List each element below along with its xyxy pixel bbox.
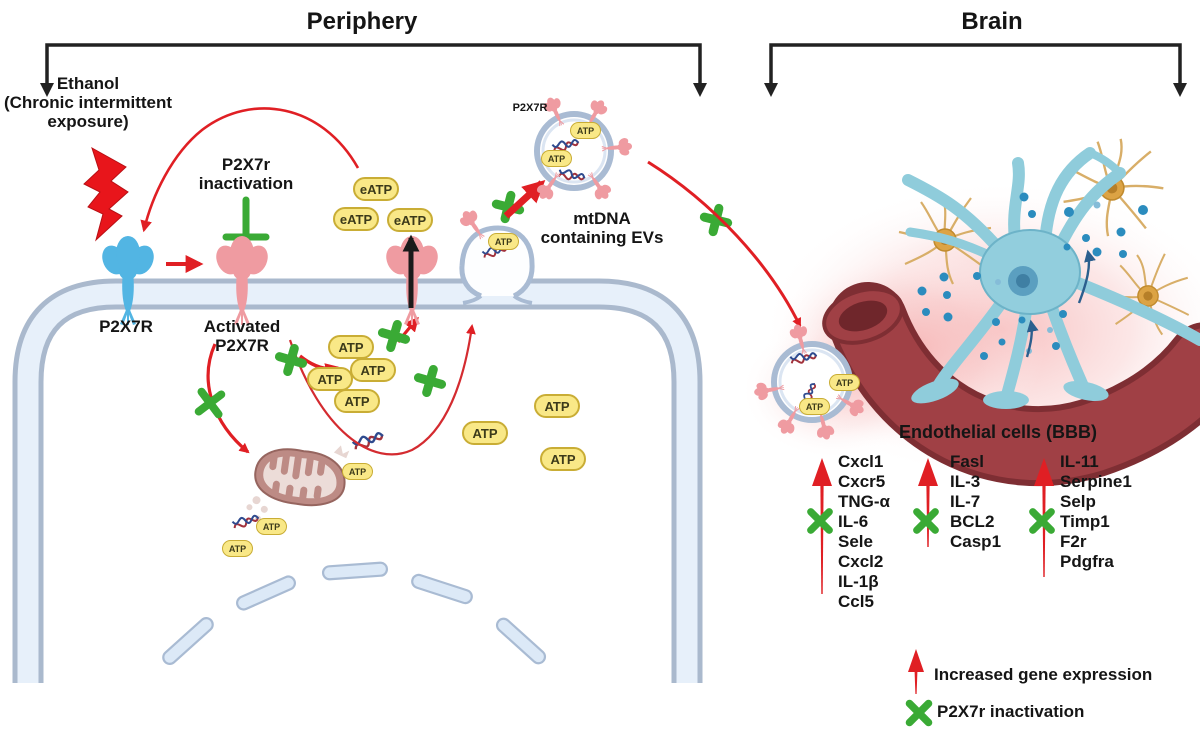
periphery-bracket-arrowheads (40, 83, 707, 97)
p2x7r-label: P2X7R (99, 317, 153, 336)
legend-inactivation-label: P2X7r inactivation (937, 702, 1085, 721)
eatp-molecule: eATP (387, 208, 433, 232)
astrocyte (902, 147, 1200, 409)
gene-item: Ccl5 (838, 592, 874, 611)
gene-inactivation-x (811, 512, 829, 530)
ethanol-to-receptor-arrow (140, 107, 360, 233)
ethanol-label: Ethanol (Chronic intermittent exposure) (3, 74, 173, 131)
ev-p2x7r-label: P2X7R (512, 102, 548, 114)
atp-molecule-small: ATP (799, 398, 830, 415)
gene-item: Serpine1 (1060, 472, 1132, 491)
gene-item: IL-11 (1060, 452, 1099, 471)
brain-header: Brain (961, 8, 1023, 35)
p2x7r-inactivation-label: P2X7r inactivation (198, 155, 294, 193)
atp-molecule-small: ATP (829, 374, 860, 391)
atp-molecule: ATP (328, 335, 374, 359)
atp-molecule-small: ATP (488, 233, 519, 250)
legend-increase-arrow (908, 649, 924, 694)
atp-molecule: ATP (334, 389, 380, 413)
gene-column-3: IL-11 Serpine1 Selp Timp1 F2r Pdgfra (1060, 452, 1132, 572)
gene-item: Cxcr5 (838, 472, 886, 491)
blood-vessel (822, 282, 1200, 486)
atp-molecule-small: ATP (222, 540, 253, 557)
gene-item: Timp1 (1060, 512, 1110, 531)
gene-item: IL-1β (838, 572, 879, 591)
budding-vesicle (455, 205, 535, 305)
periphery-header: Periphery (306, 8, 418, 35)
signal-dots (917, 192, 1148, 360)
gene-item: IL-6 (838, 512, 869, 531)
vesicle-to-ev-arrow (503, 179, 546, 219)
green-cross-mark (415, 366, 445, 396)
ev-to-brain-arrow (647, 160, 802, 328)
gene-item: Cxcl2 (838, 552, 884, 571)
activated-p2x7r-label: Activated P2X7R (203, 317, 281, 355)
gene-item: IL-3 (950, 472, 981, 491)
atp-molecule: ATP (307, 367, 353, 391)
gene-item: F2r (1060, 532, 1087, 551)
lightning-icon (83, 146, 129, 242)
cell-membrane (12, 278, 703, 683)
uptake-arrows (1025, 249, 1096, 358)
gene-inactivation-x (917, 512, 935, 530)
gene-item: Fasl (950, 452, 985, 471)
gene-item: Selp (1060, 492, 1096, 511)
nucleus-envelope (162, 561, 547, 665)
green-cross-mark (701, 205, 730, 234)
inhibition-tbar (222, 196, 270, 241)
gene-item: Pdgfra (1060, 552, 1114, 571)
mitochondria (246, 445, 350, 522)
gene-item: BCL2 (950, 512, 995, 531)
gene-column-2: Fasl IL-3 IL-7 BCL2 Casp1 (950, 452, 1001, 552)
atp-molecule: ATP (534, 394, 580, 418)
brain-bracket (769, 43, 1182, 86)
green-cross-mark (379, 321, 409, 351)
eatp-molecule: eATP (353, 177, 399, 201)
legend-inactivation-x (910, 704, 929, 723)
atp-molecule-small: ATP (342, 463, 373, 480)
gene-inactivation-x (1033, 512, 1051, 530)
gene-column-1: Cxcl1 Cxcr5 TNG-α IL-6 Sele Cxcl2 IL-1β … (838, 452, 890, 612)
atp-molecule: ATP (462, 421, 508, 445)
atp-molecule-small: ATP (541, 150, 572, 167)
gene-item: Sele (838, 532, 873, 551)
mtdna-evs-label: mtDNA containing EVs (540, 209, 664, 247)
gene-item: Cxcl1 (838, 452, 884, 471)
gene-item: IL-7 (950, 492, 981, 511)
atp-molecule: ATP (350, 358, 396, 382)
atp-molecule: ATP (540, 447, 586, 471)
brain-bracket-arrowheads (764, 83, 1187, 97)
mtdna-helix (351, 428, 386, 453)
periphery-bracket (45, 43, 702, 86)
legend-increased-label: Increased gene expression (934, 665, 1153, 684)
endothelial-label: Endothelial cells (BBB) (898, 422, 1098, 442)
gene-arrows (812, 458, 1054, 594)
eatp-molecule: eATP (333, 207, 379, 231)
gene-item: Casp1 (950, 532, 1002, 551)
activated-sweep-to-membrane-arrow (288, 324, 476, 456)
atp-molecule-small: ATP (570, 122, 601, 139)
gene-item: TNG-α (838, 492, 890, 511)
atp-molecule-small: ATP (256, 518, 287, 535)
